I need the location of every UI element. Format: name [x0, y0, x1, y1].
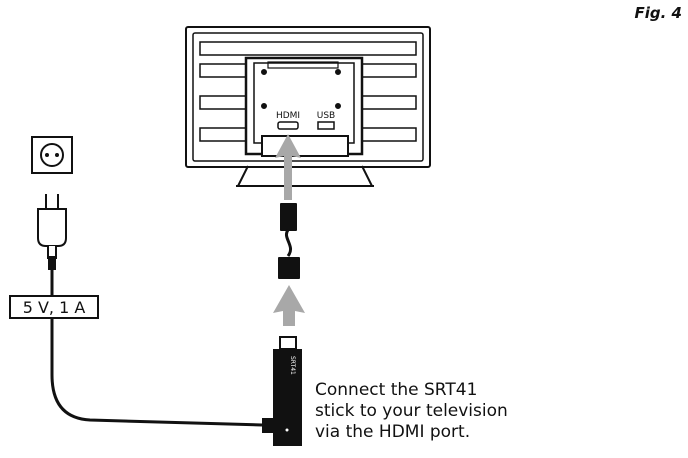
stick-brand-text: SRT41: [289, 356, 296, 375]
caption-line-3: via the HDMI port.: [315, 422, 471, 442]
power-plug-icon: [37, 194, 67, 270]
power-cable: [50, 268, 263, 427]
hdmi-extension-adapter: [278, 203, 300, 279]
caption-line-2: stick to your television: [315, 401, 508, 421]
figure-label: Fig. 4: [634, 4, 682, 22]
power-rating-box: [9, 295, 99, 319]
insert-arrow-bottom-icon: [273, 285, 305, 326]
hdmi-port-label: HDMI: [276, 111, 300, 121]
srt41-stick: SRT41: [262, 336, 302, 446]
insert-arrow-top-icon: [275, 134, 301, 200]
tv-rear-view: [185, 26, 431, 187]
power-socket-icon: [31, 136, 73, 174]
caption-line-1: Connect the SRT41: [315, 380, 478, 400]
usb-port-label: USB: [317, 111, 335, 121]
power-rating-label: 5 V, 1 A: [23, 298, 86, 317]
instruction-caption: Connect the SRT41 stick to your televisi…: [315, 380, 508, 443]
